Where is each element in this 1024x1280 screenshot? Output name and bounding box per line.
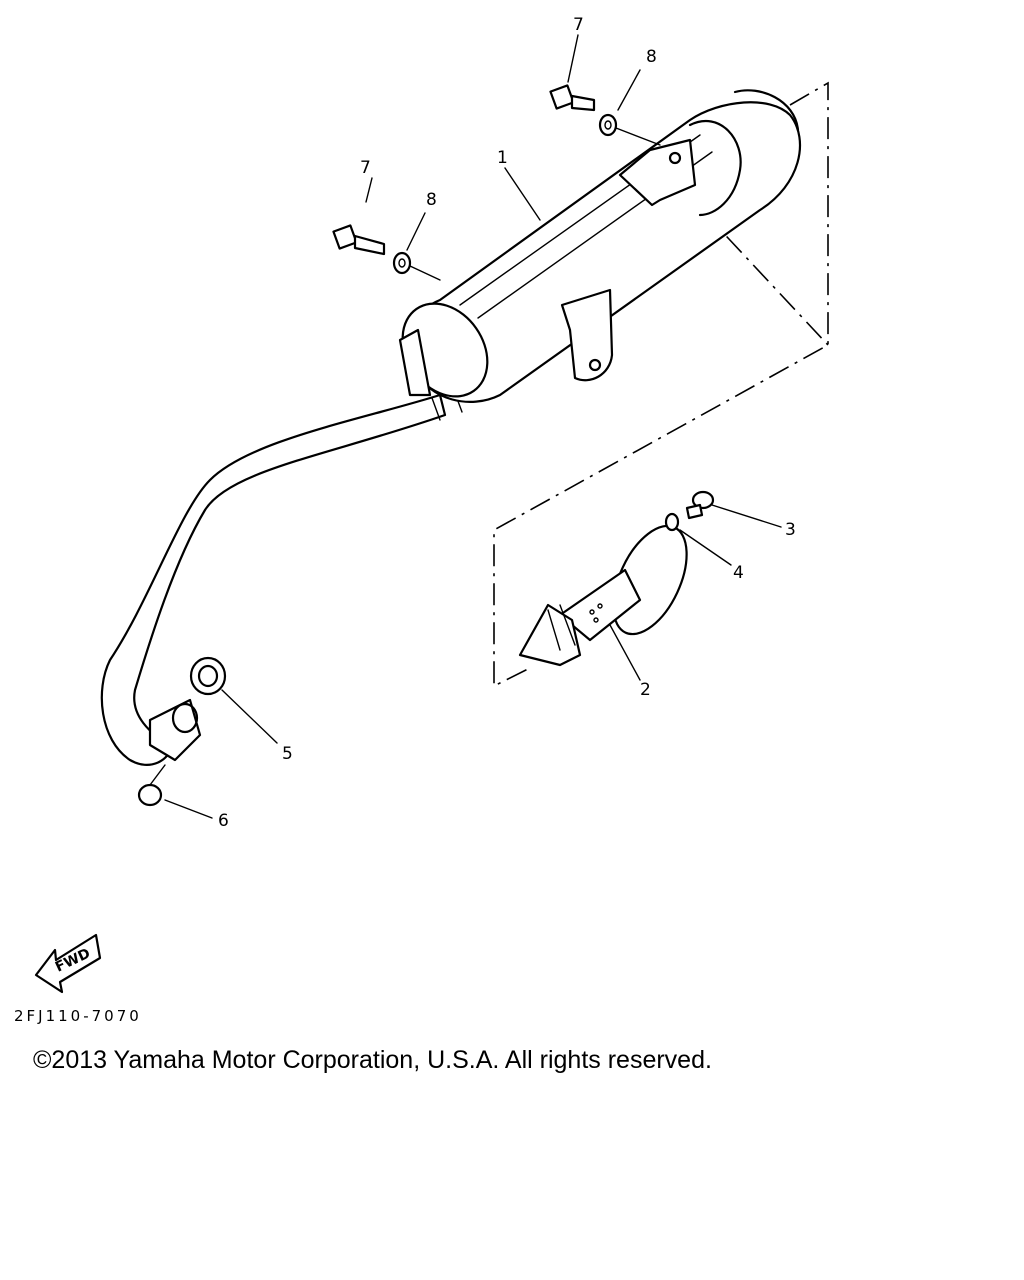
callout-5: 5 [282,744,293,764]
callout-6: 6 [218,811,229,831]
bolt-lower [332,224,386,256]
muffler-body [398,89,802,403]
callout-2: 2 [640,680,651,700]
washer-upper [598,113,661,146]
callout-1: 1 [497,148,508,168]
callout-7-lower: 7 [360,158,371,178]
copyright-notice: ©2013 Yamaha Motor Corporation, U.S.A. A… [33,1046,712,1074]
spark-arrester [518,524,688,667]
screw-3 [685,490,715,520]
gasket-5 [148,656,227,762]
nut-6 [137,764,166,807]
callout-labels: 1 2 3 4 5 6 7 7 8 8 [218,15,796,831]
bolt-upper [549,84,596,112]
diagram-code: 2FJ110-7070 [14,1007,142,1025]
washer-4 [664,512,680,532]
washer-lower [392,251,441,281]
callout-4: 4 [733,563,744,583]
callout-8-lower: 8 [426,190,437,210]
exhaust-pipe [100,392,463,766]
callout-8-upper: 8 [646,47,657,67]
callout-7-upper: 7 [573,15,584,35]
leader-lines [164,34,782,819]
forward-arrow: FWD [34,933,102,994]
callout-3: 3 [785,520,796,540]
